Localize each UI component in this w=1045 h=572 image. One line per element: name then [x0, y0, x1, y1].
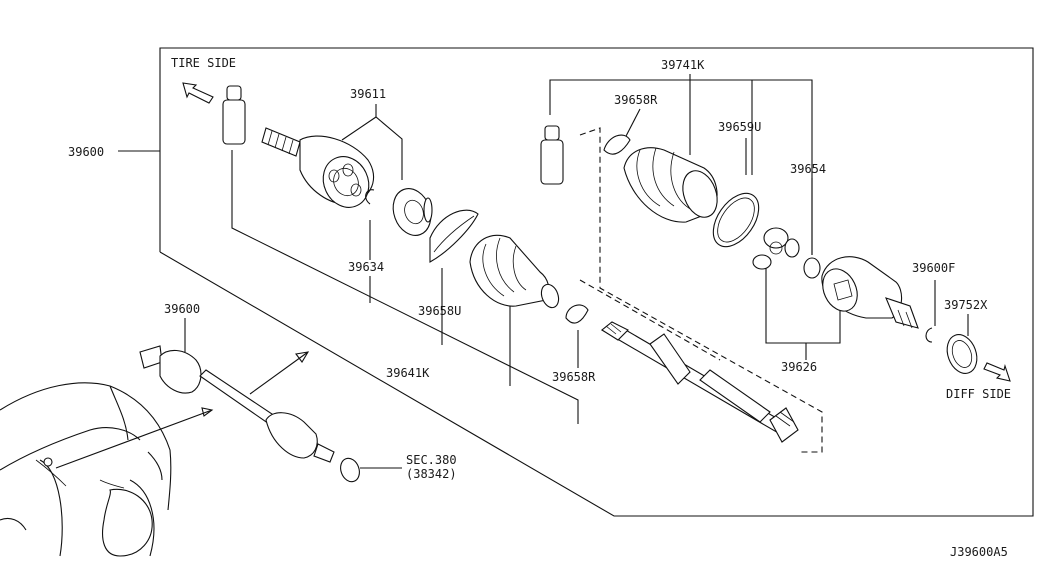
- drive-shaft: [601, 321, 799, 443]
- outer-joint-cage: [392, 188, 433, 236]
- label-39752x: 39752X: [944, 298, 988, 312]
- section-ref-line1: SEC.380: [406, 453, 457, 467]
- boot-band-small: [565, 304, 589, 324]
- outer-cv-joint: [261, 127, 375, 208]
- boot-band-small-top: [603, 134, 631, 155]
- label-39741k: 39741K: [661, 58, 705, 72]
- diff-side-label: DIFF SIDE: [946, 387, 1011, 401]
- section-ref-line2: (38342): [406, 467, 457, 481]
- assembly-frame: [159, 47, 1034, 517]
- label-39658r-top: 39658R: [614, 93, 658, 107]
- grease-tube-left: [222, 85, 246, 145]
- label-39641k: 39641K: [386, 366, 430, 380]
- label-39634: 39634: [348, 260, 384, 274]
- boot-band-large: [429, 209, 479, 263]
- label-39654: 39654: [790, 162, 826, 176]
- label-39658u: 39658U: [418, 304, 461, 318]
- oil-seal: [946, 334, 978, 374]
- label-39658r: 39658R: [552, 370, 596, 384]
- label-39659u: 39659U: [718, 120, 761, 134]
- tire-side-label: TIRE SIDE: [171, 56, 236, 70]
- arrow-down-right-icon: [983, 362, 1011, 382]
- small-shaft-assembly: [139, 345, 402, 483]
- inner-boot: [623, 147, 718, 223]
- circlip-top: [803, 257, 821, 279]
- circlip-inner: [925, 327, 933, 343]
- label-39626: 39626: [781, 360, 817, 374]
- label-39600-main: 39600: [68, 145, 104, 159]
- callout-arrows: [43, 351, 310, 469]
- boot-band-large-top: [712, 192, 760, 248]
- leader-lines: [184, 74, 969, 424]
- label-39600f: 39600F: [912, 261, 955, 275]
- arrow-up-left-icon: [182, 82, 214, 104]
- vehicle-outline: [0, 382, 172, 557]
- outer-boot: [469, 234, 560, 309]
- label-39600-small: 39600: [164, 302, 200, 316]
- label-39611: 39611: [350, 87, 386, 101]
- diagram-code: J39600A5: [950, 545, 1008, 559]
- inner-joint-housing: [821, 256, 919, 329]
- tripod-spider: [752, 227, 800, 270]
- grease-tube-right: [540, 125, 564, 185]
- circlip-outer: [365, 189, 375, 205]
